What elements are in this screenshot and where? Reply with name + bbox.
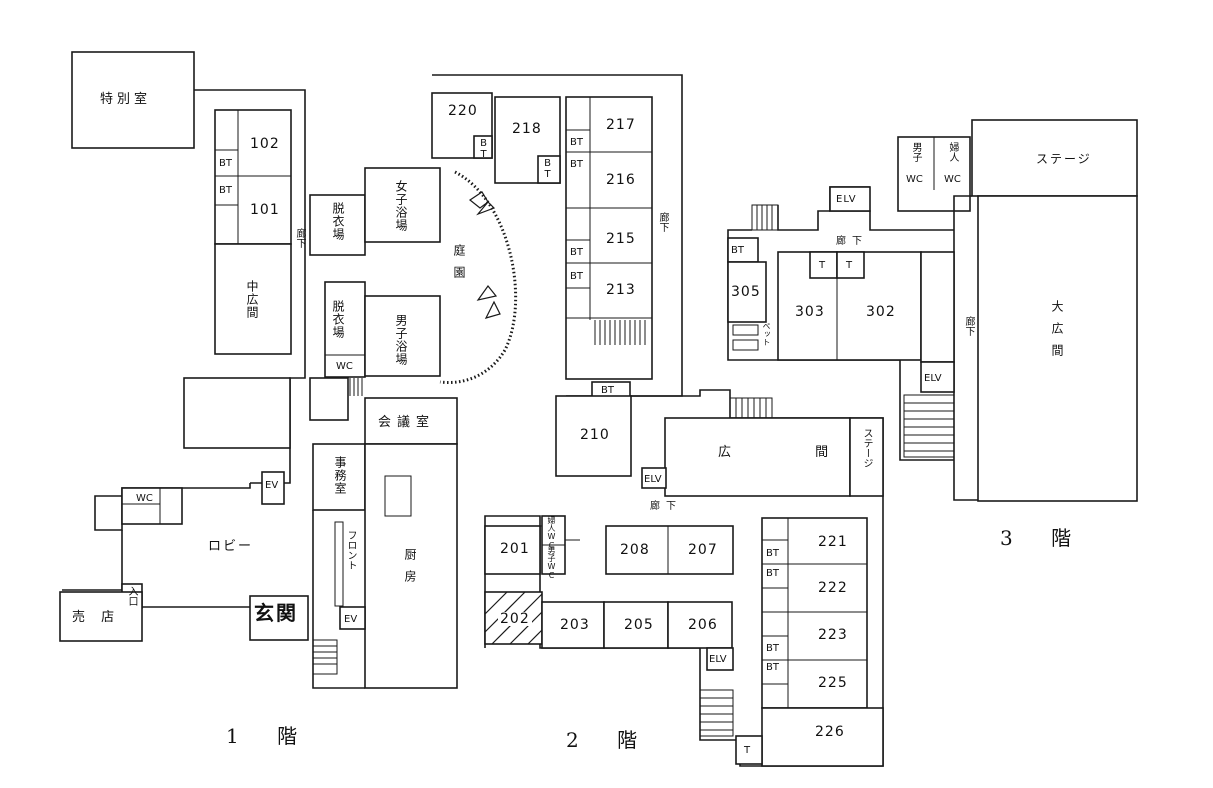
stage-3f: ステージ — [1036, 152, 1092, 166]
wc-women-3f: 婦人 — [947, 142, 958, 162]
elevator-1f-b: EV — [344, 614, 358, 625]
elevator-2f-a: ELV — [644, 474, 662, 485]
bath-223: BT — [766, 643, 779, 654]
bath-225: BT — [766, 662, 779, 673]
floor-2-title: 2 階 — [566, 728, 654, 752]
room-207: 207 — [688, 542, 718, 558]
wc-men: 男子WC — [547, 546, 556, 580]
room-222: 222 — [818, 580, 848, 596]
toilet-226: T — [744, 745, 751, 756]
room-onna-yokujou: 女子浴場 — [394, 180, 408, 232]
corridor-2f-v: 廊下 — [657, 212, 668, 232]
wc-lobby: WC — [136, 493, 153, 504]
room-216: 216 — [606, 172, 636, 188]
toilet-302: T — [846, 260, 853, 271]
room-208: 208 — [620, 542, 650, 558]
room-203: 203 — [560, 617, 590, 633]
room-206: 206 — [688, 617, 718, 633]
room-kitchen: 厨房 — [403, 548, 417, 592]
bath-222: BT — [766, 568, 779, 579]
bath-210: BT — [601, 385, 614, 396]
elevator-3f-b: ELV — [924, 373, 942, 384]
elevator-1f-a: EV — [265, 480, 279, 491]
elevator-3f-a: ELV — [836, 194, 857, 205]
room-datsui-1: 脱衣場 — [331, 202, 345, 241]
room-226: 226 — [815, 724, 845, 740]
genkan: 玄関 — [254, 601, 298, 625]
room-201: 201 — [500, 541, 530, 557]
room-205: 205 — [624, 617, 654, 633]
front-desk: フロント — [345, 530, 356, 570]
wc-women: 婦人WC — [547, 516, 556, 550]
room-jimushitsu: 事務室 — [333, 456, 347, 495]
room-datsui-2: 脱衣場 — [331, 300, 345, 339]
floor-1-title: 1 階 — [226, 724, 314, 748]
room-302: 302 — [866, 304, 896, 320]
elevator-2f-b: ELV — [709, 654, 727, 665]
bath-213: BT — [570, 271, 583, 282]
room-220: 220 — [448, 103, 478, 119]
room-210: 210 — [580, 427, 610, 443]
room-303: 303 — [795, 304, 825, 320]
room-kaigishitsu: 会議室 — [378, 415, 436, 430]
room-213: 213 — [606, 282, 636, 298]
room-oohiroma: 大広間 — [1050, 300, 1064, 366]
corridor-3f-h: 廊下 — [836, 236, 868, 247]
bed-label: ペット — [762, 322, 771, 346]
corridor-3f-v: 廊下 — [963, 316, 974, 336]
bath-305: BT — [731, 245, 744, 256]
bath-221: BT — [766, 548, 779, 559]
wc-bath: WC — [336, 361, 353, 372]
shop-baiten: 売 店 — [72, 610, 121, 625]
corridor-2f-h: 廊下 — [650, 501, 682, 512]
room-102: 102 — [250, 136, 280, 152]
bath-220: BT — [478, 138, 489, 160]
bath-216: BT — [570, 159, 583, 170]
room-305: 305 — [731, 284, 761, 300]
room-218: 218 — [512, 121, 542, 137]
bath-102: BT — [219, 158, 232, 169]
corridor-1f: 廊下 — [294, 228, 305, 248]
floor-3-outline — [727, 119, 1138, 502]
room-225: 225 — [818, 675, 848, 691]
lobby: ロビー — [208, 539, 254, 554]
room-101: 101 — [250, 202, 280, 218]
floor-1-outline — [59, 51, 518, 689]
floor-3-title: 3 階 — [1000, 526, 1088, 550]
toilet-303: T — [819, 260, 826, 271]
stage-2f: ステージ — [861, 428, 872, 468]
room-tokubetsu: 特別室 — [100, 92, 152, 107]
bath-218: BT — [542, 158, 553, 180]
bath-217: BT — [570, 137, 583, 148]
wc-3f-a: WC — [906, 174, 923, 185]
room-221: 221 — [818, 534, 848, 550]
room-otoko-yokujou: 男子浴場 — [394, 314, 408, 366]
room-chuuhiroma: 中広間 — [245, 280, 259, 319]
room-hiroma: 広 間 — [718, 445, 869, 460]
bath-101: BT — [219, 185, 232, 196]
wc-3f-b: WC — [944, 174, 961, 185]
bath-215: BT — [570, 247, 583, 258]
room-215: 215 — [606, 231, 636, 247]
entrance-iriguchi: 入口 — [126, 586, 137, 606]
room-202: 202 — [498, 611, 532, 627]
floor-2-outline — [431, 74, 884, 767]
wc-men-3f: 男子 — [910, 142, 921, 162]
garden: 庭園 — [452, 244, 466, 288]
room-223: 223 — [818, 627, 848, 643]
room-217: 217 — [606, 117, 636, 133]
